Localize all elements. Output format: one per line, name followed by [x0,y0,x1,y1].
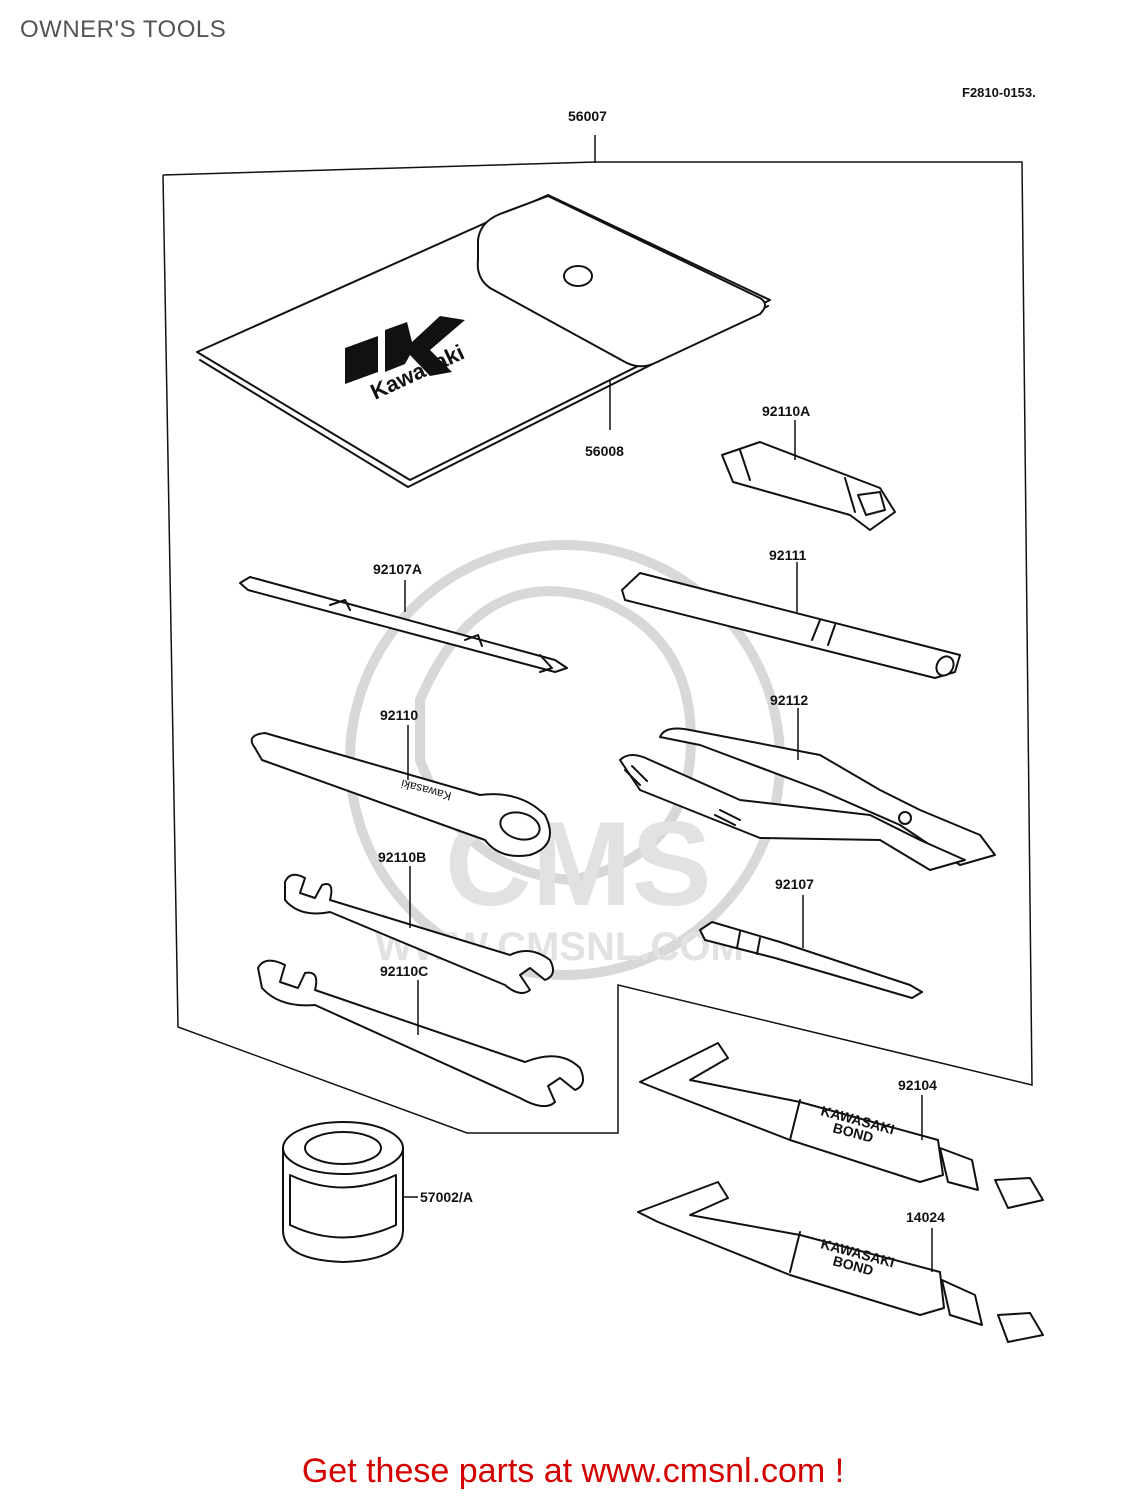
grease-tin-57002a [282,1121,418,1263]
label-92104: 92104 [898,1077,937,1093]
label-92112: 92112 [770,692,808,708]
screwdriver-92107a [239,576,568,673]
handle-92111 [621,562,961,679]
drawing-code: F2810-0153. [962,85,1036,100]
box-wrench-92110a [721,420,896,531]
label-92110b: 92110B [378,849,426,865]
open-wrench-92110c [257,959,585,1108]
kit-outline [162,161,1033,1134]
parts-diagram: CMS WWW.CMSNL.COM Kawasaki [162,108,1044,1343]
label-92110: 92110 [380,707,418,723]
screwdriver-92107 [699,895,923,999]
label-56008: 56008 [585,443,624,459]
label-57002a: 57002/A [420,1189,473,1205]
footer-link[interactable]: Get these parts at www.cmsnl.com ! [301,1452,845,1490]
bond-tube-14024: KAWASAKI BOND [637,1181,1044,1343]
label-92110c: 92110C [380,963,428,979]
page-title: OWNER'S TOOLS [20,16,227,43]
pliers-92112 [619,708,996,871]
label-92111: 92111 [769,547,807,563]
label-92110a: 92110A [762,403,810,419]
label-92107a: 92107A [373,561,422,577]
label-14024: 14024 [906,1209,945,1225]
open-wrench-92110b [284,866,555,995]
ring-spanner-92110: Kawasaki [250,725,551,857]
label-56007: 56007 [568,108,607,124]
label-92107: 92107 [775,876,814,892]
bond-tube-92104: KAWASAKI BOND [639,1042,1044,1209]
tool-pouch: Kawasaki [196,194,771,488]
